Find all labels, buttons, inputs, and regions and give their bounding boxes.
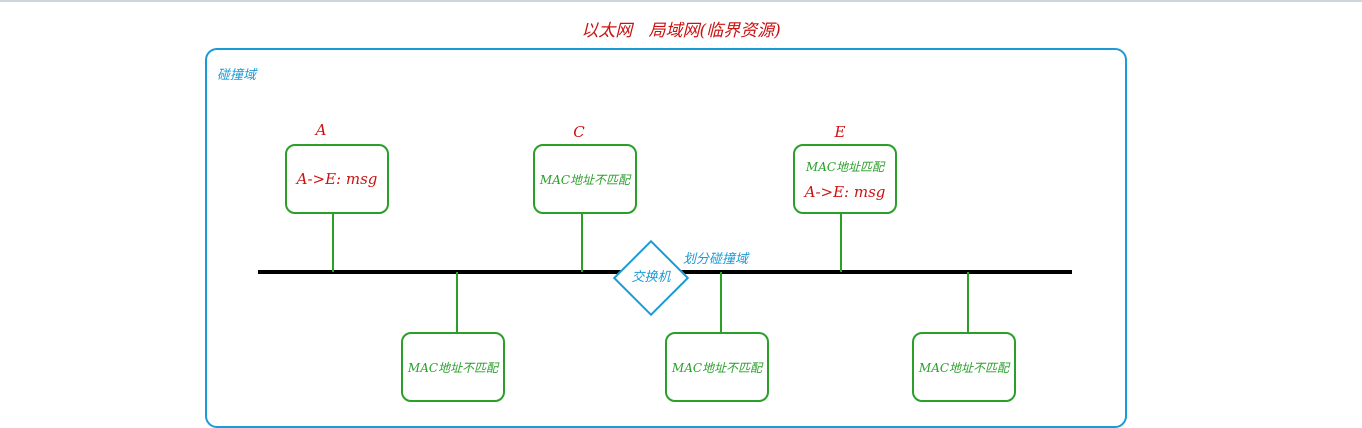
switch-label: 交换机	[631, 270, 671, 285]
host-a-link	[332, 212, 334, 272]
host-e-mac-status: MAC地址匹配	[805, 159, 885, 174]
host-b1-link	[456, 272, 458, 334]
switch-annotation: 划分碰撞域	[683, 252, 749, 267]
host-b2-link	[720, 272, 722, 334]
host-a: A->E: msg	[285, 144, 389, 214]
host-b1: MAC地址不匹配	[401, 332, 505, 402]
host-b3-mac-status: MAC地址不匹配	[918, 360, 1010, 375]
top-border	[0, 0, 1362, 2]
host-b3-link	[967, 272, 969, 334]
host-e: MAC地址匹配 A->E: msg	[793, 144, 897, 214]
host-e-link	[840, 212, 842, 272]
host-b1-mac-status: MAC地址不匹配	[407, 360, 499, 375]
diagram-title: 以太网 局域网(临界资源)	[581, 21, 781, 41]
collision-domain-label: 碰撞域	[217, 68, 257, 83]
host-a-name: A	[315, 121, 327, 139]
host-e-name: E	[834, 123, 846, 141]
host-b2-mac-status: MAC地址不匹配	[671, 360, 763, 375]
host-b2: MAC地址不匹配	[665, 332, 769, 402]
host-e-message: A->E: msg	[804, 182, 886, 201]
host-c-mac-status: MAC地址不匹配	[539, 172, 631, 187]
host-c-name: C	[573, 123, 585, 141]
host-a-message: A->E: msg	[296, 170, 378, 188]
host-c-link	[581, 212, 583, 272]
host-b3: MAC地址不匹配	[912, 332, 1016, 402]
host-c: MAC地址不匹配	[533, 144, 637, 214]
